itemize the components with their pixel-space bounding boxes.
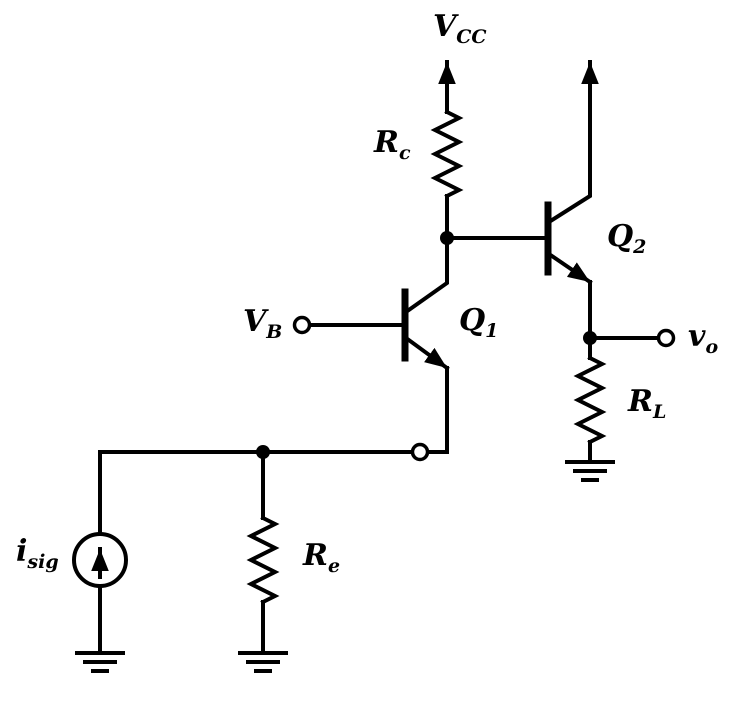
q2-collector-wire xyxy=(546,60,599,225)
q1-emitter-arrow xyxy=(403,335,450,371)
resistor-rc xyxy=(430,109,464,199)
label-isig: isig xyxy=(16,534,59,573)
resistor-re xyxy=(246,450,280,655)
junction-dot-re xyxy=(256,445,270,459)
label-re: Re xyxy=(303,538,341,577)
ground-re xyxy=(238,651,288,673)
junction-dot-q1-collector xyxy=(440,231,454,245)
resistor-rl xyxy=(573,355,607,464)
label-vo: vo xyxy=(688,319,719,358)
ground-isig xyxy=(75,651,125,673)
emitter-node-terminal-circle xyxy=(410,442,430,462)
vcc-rail-right-arrow xyxy=(546,60,599,225)
ground-rl xyxy=(565,460,615,482)
vo-terminal-circle xyxy=(656,328,676,348)
label-rl: RL xyxy=(628,384,667,423)
label-vcc: VCC xyxy=(433,9,487,48)
label-q1: Q1 xyxy=(459,303,499,342)
label-vb: VB xyxy=(243,304,283,343)
label-rc: Rc xyxy=(374,125,411,164)
transistor-q2 xyxy=(544,201,593,360)
current-source-isig xyxy=(72,450,128,655)
junction-dot-vo xyxy=(583,331,597,345)
transistor-q1 xyxy=(401,288,450,454)
vb-terminal-circle xyxy=(292,315,312,335)
q1-collector-wire xyxy=(403,194,449,315)
label-q2: Q2 xyxy=(607,219,647,258)
q2-emitter-arrow xyxy=(546,251,593,285)
